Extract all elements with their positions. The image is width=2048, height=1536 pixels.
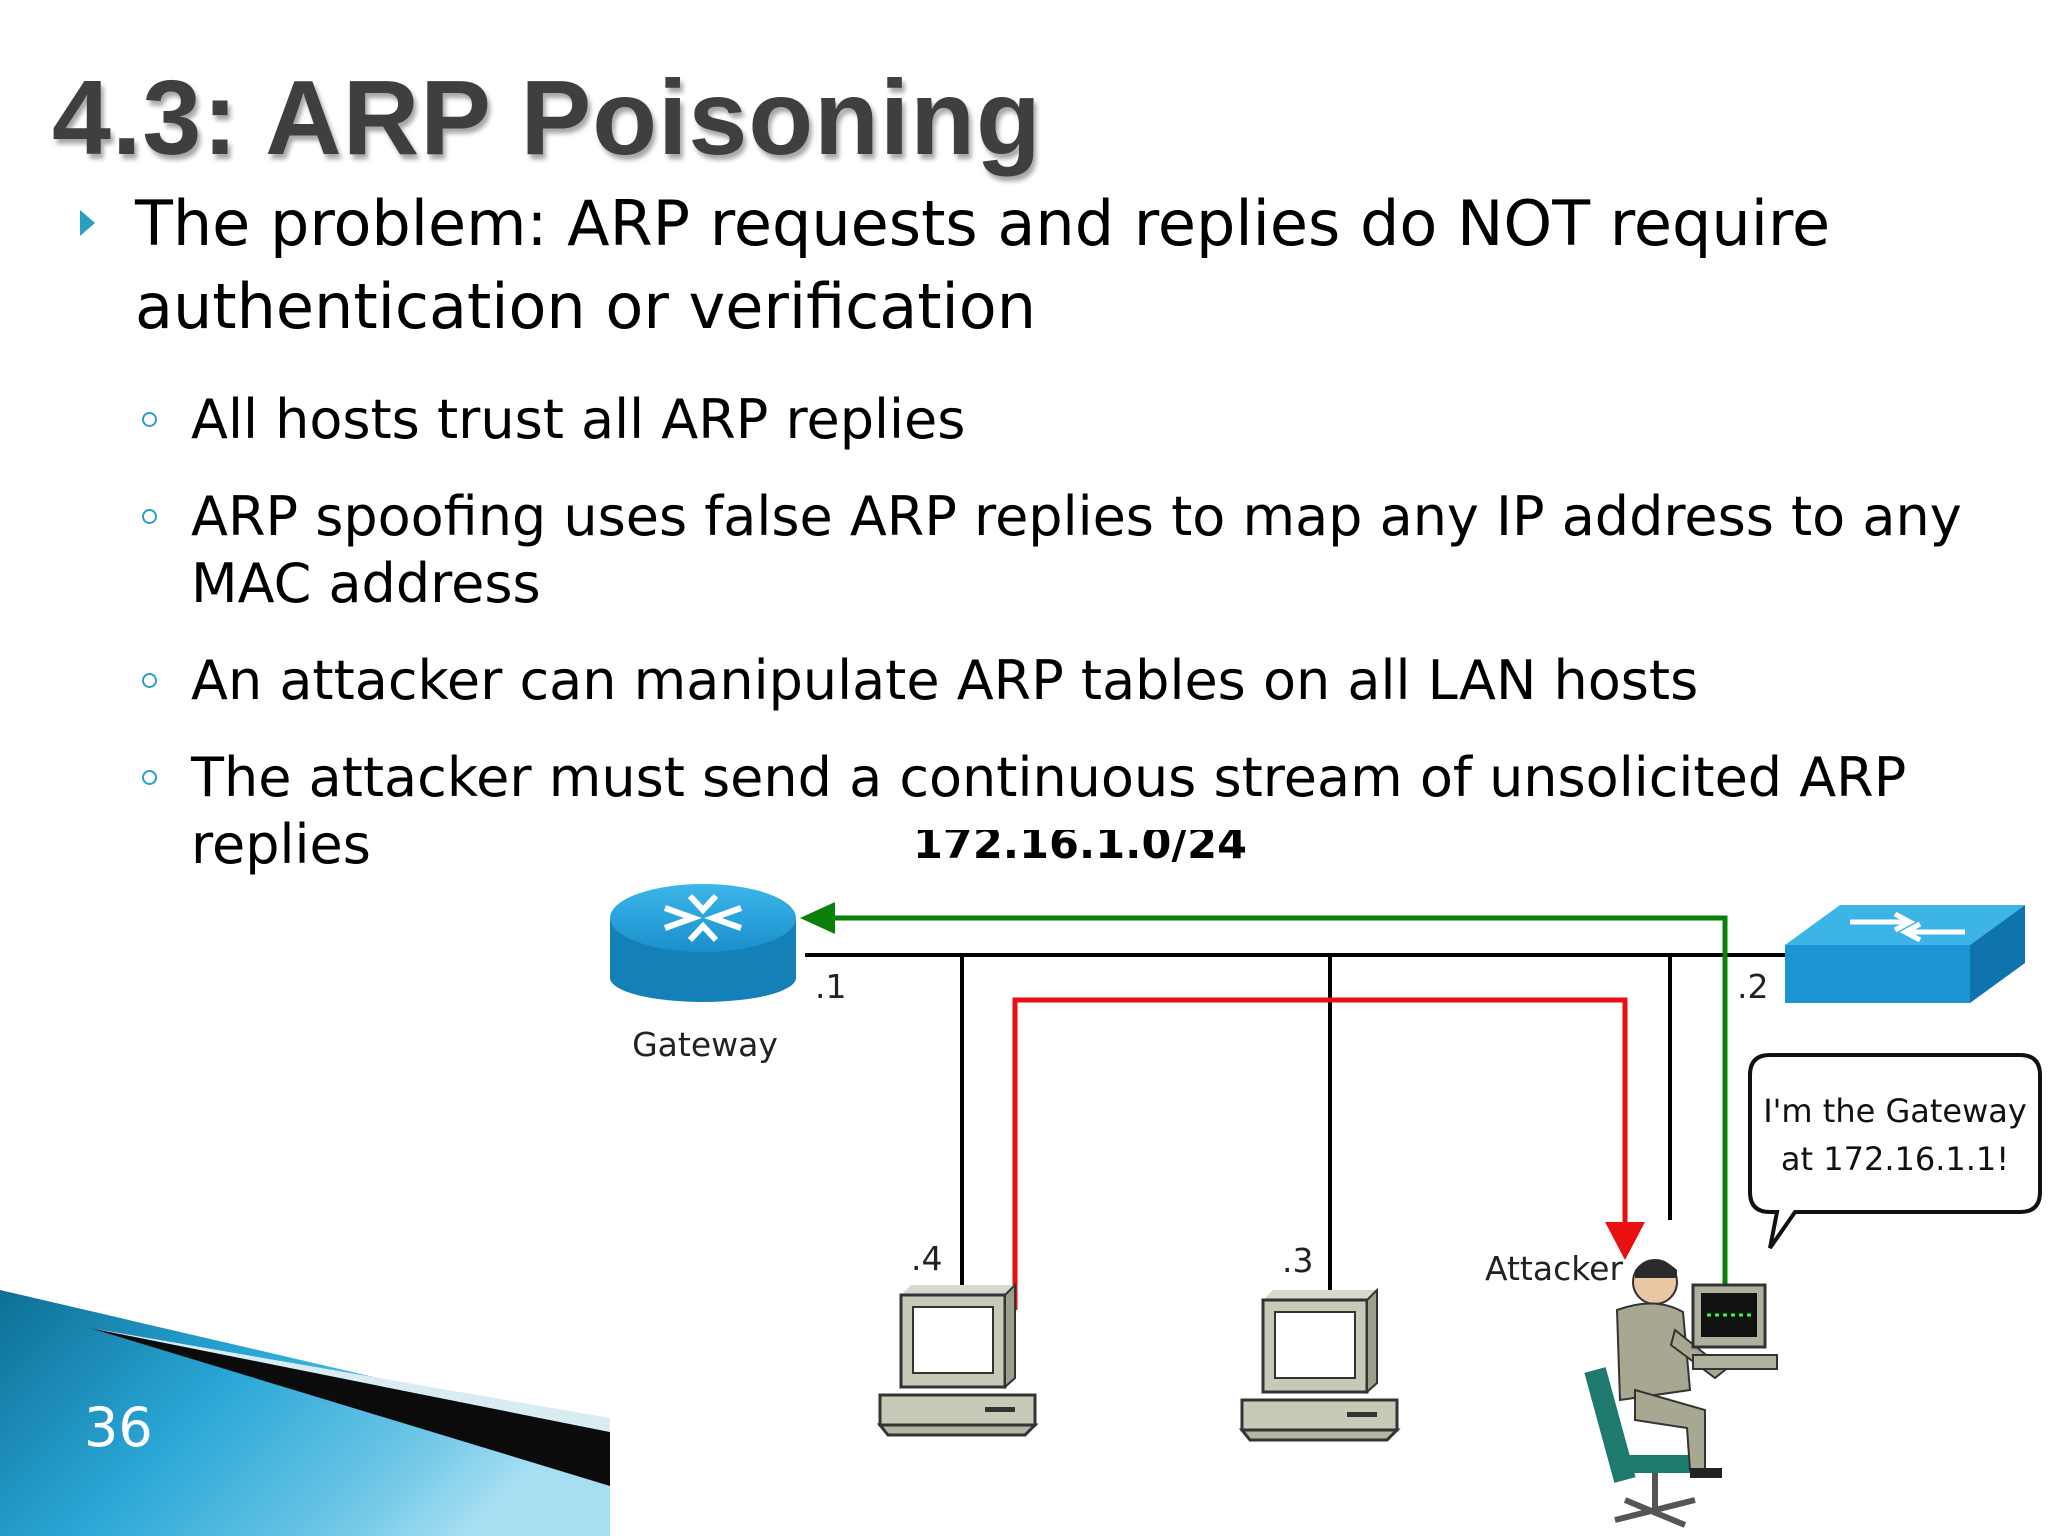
page-number: 36	[84, 1396, 153, 1459]
host-4-computer-icon	[876, 1282, 1039, 1437]
speech-bubble	[1748, 1053, 2042, 1250]
bullet-main-text: The problem: ARP requests and replies do…	[135, 187, 1831, 343]
arp-poisoning-diagram: 172.16.1.0/24 .1 Gateway .2	[610, 830, 2042, 1528]
speech-bubble-line2: at 172.16.1.1!	[1781, 1140, 2009, 1178]
sub-bullet-text: ARP spoofing uses false ARP replies to m…	[191, 485, 1962, 615]
network-bus	[805, 953, 1785, 1330]
sub-bullet: ARP spoofing uses false ARP replies to m…	[80, 483, 2040, 617]
sub-bullet-text: All hosts trust all ARP replies	[191, 388, 966, 451]
bullet-circle-icon	[142, 509, 157, 524]
gateway-router-icon	[610, 884, 796, 1002]
speech-bubble-line1: I'm the Gateway	[1763, 1092, 2027, 1130]
gateway-label: Gateway	[632, 1025, 778, 1064]
network-label: 172.16.1.0/24	[913, 830, 1247, 869]
slide-title: 4.3: ARP Poisoning	[52, 59, 1042, 177]
bullet-main: The problem: ARP requests and replies do…	[80, 182, 2040, 348]
spoofed-traffic-arrow	[1012, 997, 1645, 1310]
bullet-arrow-icon	[80, 210, 95, 236]
switch-icon	[1785, 905, 2025, 1003]
bullet-list: The problem: ARP requests and replies do…	[80, 182, 2040, 878]
host-4-id: .4	[911, 1239, 943, 1278]
bullet-circle-icon	[142, 770, 157, 785]
gateway-host-id: .1	[815, 967, 847, 1006]
bullet-circle-icon	[142, 673, 157, 688]
switch-host-id: .2	[1737, 967, 1769, 1006]
host-3-computer-icon	[1238, 1287, 1401, 1442]
sub-bullet: The attacker must send a continuous stre…	[80, 744, 2040, 878]
fake-reply-arrow	[800, 902, 1728, 1300]
sub-bullet: All hosts trust all ARP replies	[80, 386, 2040, 453]
attacker-label: Attacker	[1485, 1249, 1623, 1288]
sub-bullet: An attacker can manipulate ARP tables on…	[80, 647, 2040, 714]
sub-bullet-text: An attacker can manipulate ARP tables on…	[191, 649, 1699, 712]
host-3-id: .3	[1282, 1241, 1314, 1280]
sub-bullet-text: The attacker must send a continuous stre…	[191, 746, 1907, 876]
bullet-circle-icon	[142, 412, 157, 427]
corner-decoration	[0, 1290, 610, 1536]
attacker-figure-icon	[1584, 1259, 1778, 1528]
